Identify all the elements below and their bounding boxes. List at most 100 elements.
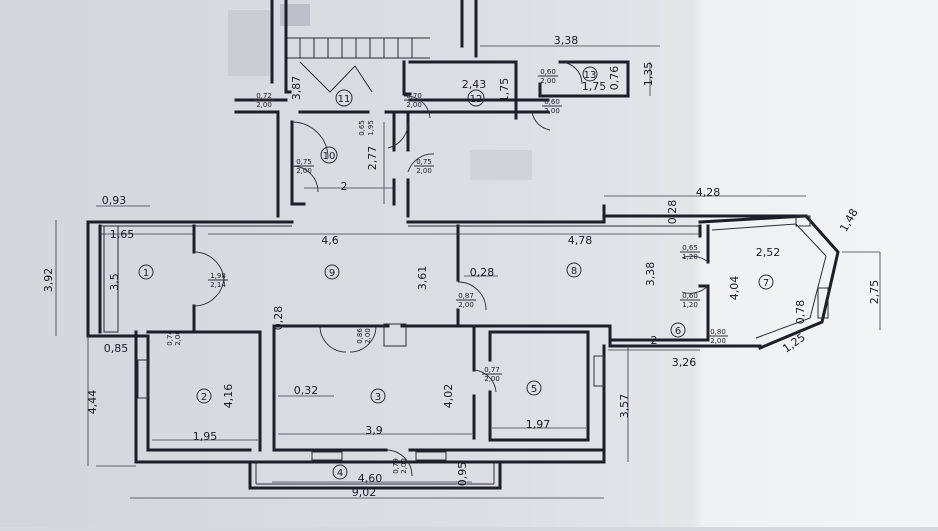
room-6-label: 6 [675, 326, 681, 337]
opening-label: 0,651,20 [680, 244, 700, 261]
room-4: 4 4,60 0,95 [332, 462, 469, 486]
room-1: 1 3,5 [108, 264, 154, 291]
room-10-label: 10 [323, 151, 336, 162]
svg-text:2,00: 2,00 [256, 101, 272, 109]
dim-wall-028-b: 0,28 [272, 306, 285, 331]
svg-text:2,00: 2,00 [458, 301, 474, 309]
room-13-width: 1,75 [582, 80, 607, 93]
svg-text:1,20: 1,20 [682, 301, 698, 309]
dim-top-far-right: 3,38 [554, 34, 579, 47]
room-5: 5 1,97 [526, 380, 550, 431]
dim-top-right: 4,28 [696, 186, 721, 199]
outer-dimensions: 9,02 3,92 4,44 3,57 0,93 1,65 4,28 3,38 … [42, 34, 881, 499]
room-6: 6 2 [651, 322, 686, 347]
opening-label: 0,602,00 [542, 98, 562, 115]
room-3-depth: 4,02 [442, 384, 455, 409]
room-7-depth: 4,04 [728, 276, 741, 301]
room-3: 3 3,9 4,02 [365, 384, 455, 437]
svg-text:0,75: 0,75 [416, 158, 432, 166]
dim-top-left-2: 1,65 [110, 228, 135, 241]
main-walls [86, 204, 840, 490]
room-2-label: 2 [201, 392, 207, 403]
blurred-patch [228, 10, 270, 76]
dim-top-left: 0,93 [102, 194, 127, 207]
room-3-label: 3 [375, 392, 381, 403]
room-10-depth: 2,77 [366, 146, 379, 171]
svg-text:0,80: 0,80 [710, 328, 726, 336]
room-1-depth: 3,5 [108, 273, 121, 291]
room-4-width: 4,60 [358, 472, 383, 485]
room-9-label: 9 [329, 268, 335, 279]
room-9: 9 4,6 3,61 [321, 234, 429, 290]
svg-text:1,95: 1,95 [367, 120, 375, 136]
room-13: 13 1,75 0,76 [582, 66, 621, 93]
room-12-width: 2,43 [462, 78, 487, 91]
room-2: 2 1,95 4,16 [193, 384, 235, 443]
svg-text:0,60: 0,60 [544, 98, 560, 106]
dim-right-275: 2,75 [868, 280, 881, 305]
dim-corner-left: 0,85 [104, 342, 129, 355]
svg-text:0,75: 0,75 [296, 158, 312, 166]
opening-labels: 0,722,00 0,702,00 0,602,00 0,602,00 0,75… [166, 68, 728, 474]
room-7: 7 2,52 4,04 [728, 246, 780, 300]
room-4-label: 4 [337, 468, 343, 479]
svg-text:2,00: 2,00 [484, 375, 500, 383]
svg-text:2,00: 2,00 [400, 458, 408, 474]
opening-label: 0,722,00 [254, 92, 274, 109]
room-13-depth: 0,76 [608, 66, 621, 91]
svg-text:2,00: 2,00 [540, 77, 556, 85]
room-2-width: 1,95 [193, 430, 218, 443]
svg-text:0,65: 0,65 [358, 120, 366, 136]
svg-text:2,14: 2,14 [210, 281, 226, 289]
opening-label: 0,752,00 [294, 158, 314, 175]
svg-text:0,87: 0,87 [458, 292, 474, 300]
opening-label: 0,872,00 [456, 292, 476, 309]
svg-text:0,60: 0,60 [682, 292, 698, 300]
svg-text:0,70: 0,70 [406, 92, 422, 100]
dim-wall-028-a: 0,28 [470, 266, 495, 279]
room-8-width: 4,78 [568, 234, 593, 247]
room-11-depth: 3,87 [290, 76, 303, 101]
opening-label: 0,802,00 [708, 328, 728, 345]
blurred-patch [470, 150, 532, 180]
svg-text:2,00: 2,00 [364, 328, 372, 344]
room-9-depth: 3,61 [416, 266, 429, 291]
svg-text:2,00: 2,00 [406, 101, 422, 109]
dim-left-lower: 4,44 [86, 390, 99, 415]
dimension-lines [55, 195, 881, 499]
room-11-label: 11 [338, 94, 351, 105]
room-8: 8 4,78 3,38 [566, 234, 657, 287]
svg-text:1,98: 1,98 [210, 272, 226, 280]
opening-label: 0,702,00 [404, 92, 424, 109]
room-11: 11 3,87 [290, 76, 353, 107]
svg-text:0,79: 0,79 [392, 458, 400, 474]
room-10: 10 2 2,77 [320, 146, 379, 193]
dim-right-lower: 3,57 [618, 394, 631, 419]
dim-wall-028-c: 0,28 [666, 200, 679, 225]
dim-top-135: 1,35 [642, 62, 655, 87]
dim-right-326: 3,26 [672, 356, 697, 369]
svg-text:2,00: 2,00 [544, 107, 560, 115]
room-12-label: 12 [470, 94, 483, 105]
room-1-label: 1 [143, 268, 149, 279]
dim-overall-width: 9,02 [352, 486, 377, 499]
dim-wall-032: 0,32 [294, 384, 319, 397]
dim-bay-078: 0,78 [794, 300, 807, 325]
room-3-width: 3,9 [365, 424, 383, 437]
svg-text:0,74: 0,74 [166, 330, 174, 346]
room-8-label: 8 [571, 266, 577, 277]
opening-label: 0,602,00 [538, 68, 558, 85]
room-5-label: 5 [531, 384, 537, 395]
room-8-depth: 3,38 [644, 262, 657, 287]
svg-text:0,77: 0,77 [484, 366, 500, 374]
room-2-depth: 4,16 [222, 384, 235, 409]
room-6-width: 2 [651, 334, 658, 347]
room-7-label: 7 [763, 278, 769, 289]
